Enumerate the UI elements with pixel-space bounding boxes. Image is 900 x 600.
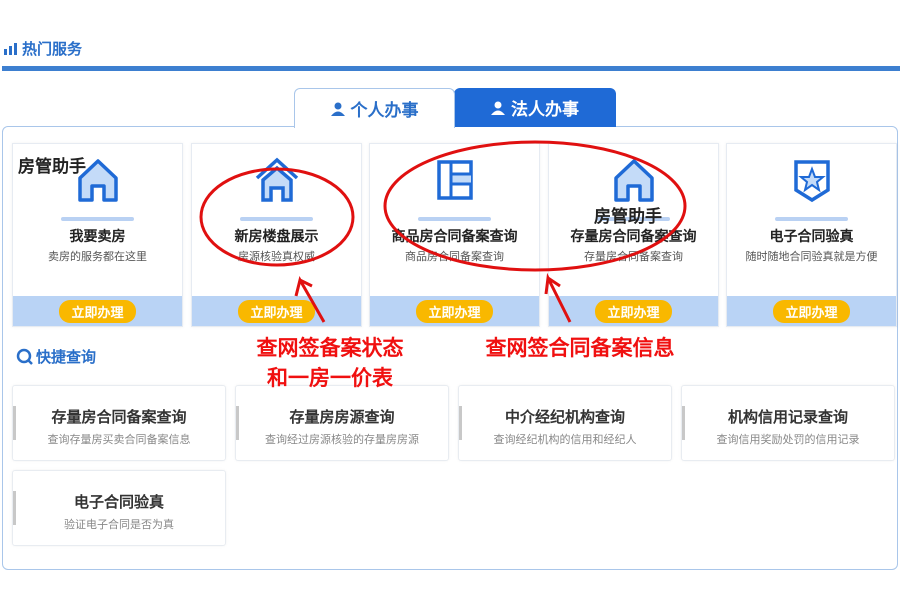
house-icon [77, 159, 118, 202]
card-title: 商品房合同备案查询 [391, 229, 518, 245]
card-underline [775, 217, 848, 221]
card-footer: 立即办理 [13, 296, 182, 326]
annotation-text: 查网签合同备案信息 [485, 336, 675, 360]
user-icon [330, 102, 345, 116]
quick-query-item[interactable]: 电子合同验真 验证电子合同是否为真 [12, 470, 226, 546]
item-subtitle: 查询信用奖励处罚的信用记录 [716, 433, 860, 446]
card-title: 电子合同验真 [769, 229, 854, 245]
card-underline [240, 217, 313, 221]
card-underline [597, 217, 670, 221]
card-footer: 立即办理 [192, 296, 361, 326]
house-icon [613, 159, 654, 202]
apply-now-button[interactable]: 立即办理 [595, 299, 672, 323]
watermark: 房管助手 [594, 207, 662, 227]
annotation-ellipse [383, 140, 687, 272]
item-title: 机构信用记录查询 [727, 408, 848, 426]
item-title: 中介经纪机构查询 [504, 408, 625, 426]
tab-personal[interactable]: 个人办事 [294, 88, 455, 128]
user-icon [491, 101, 505, 115]
tab-corporate[interactable]: 法人办事 [454, 88, 616, 127]
building-icon [436, 160, 473, 200]
house-roof-icon [255, 157, 298, 202]
card-subtitle: 房源核验真权威 [238, 250, 315, 263]
quick-query-item[interactable]: 中介经纪机构查询 查询经纪机构的信用和经纪人 [458, 385, 672, 461]
apply-now-button[interactable]: 立即办理 [59, 299, 136, 323]
apply-now-button[interactable]: 立即办理 [773, 299, 850, 323]
item-accent [13, 406, 16, 440]
item-accent [13, 491, 16, 525]
annotation-arrow [294, 276, 326, 323]
card-footer: 立即办理 [727, 296, 896, 326]
card-footer: 立即办理 [370, 296, 539, 326]
card-subtitle: 卖房的服务都在这里 [48, 250, 147, 263]
annotation-ellipse [199, 167, 355, 267]
item-accent [459, 406, 462, 440]
item-subtitle: 查询存量房买卖合同备案信息 [47, 433, 191, 446]
item-subtitle: 查询经纪机构的信用和经纪人 [493, 433, 637, 446]
quick-query-item[interactable]: 存量房合同备案查询 查询存量房买卖合同备案信息 [12, 385, 226, 461]
item-subtitle: 验证电子合同是否为真 [64, 518, 174, 531]
card-footer: 立即办理 [549, 296, 718, 326]
quick-query-item[interactable]: 存量房房源查询 查询经过房源核验的存量房房源 [235, 385, 449, 461]
item-subtitle: 查询经过房源核验的存量房房源 [265, 433, 419, 446]
section-divider [2, 66, 900, 71]
item-title: 存量房合同备案查询 [51, 408, 187, 426]
quick-query-title: 快捷查询 [16, 346, 96, 367]
card-underline [418, 217, 491, 221]
shield-star-icon [793, 160, 830, 203]
apply-now-button[interactable]: 立即办理 [238, 299, 315, 323]
item-accent [236, 406, 239, 440]
watermark: 房管助手 [18, 157, 86, 177]
service-card[interactable]: 电子合同验真 随时随地合同验真就是方便 立即办理 [726, 143, 897, 327]
item-title: 电子合同验真 [73, 493, 164, 511]
card-title: 存量房合同备案查询 [570, 229, 697, 245]
service-card[interactable]: 新房楼盘展示 房源核验真权威 立即办理 [191, 143, 362, 327]
service-card[interactable]: 商品房合同备案查询 商品房合同备案查询 立即办理 [369, 143, 540, 327]
card-title: 我要卖房 [69, 229, 126, 245]
quick-query-item[interactable]: 机构信用记录查询 查询信用奖励处罚的信用记录 [681, 385, 895, 461]
card-underline [61, 217, 134, 221]
item-title: 存量房房源查询 [289, 408, 395, 426]
search-icon [16, 348, 33, 365]
card-subtitle: 商品房合同备案查询 [405, 250, 504, 263]
apply-now-button[interactable]: 立即办理 [416, 299, 493, 323]
service-card[interactable]: 存量房合同备案查询 存量房合同备案查询 立即办理 [548, 143, 719, 327]
annotation-text: 查网签备案状态和一房一价表 [256, 336, 404, 390]
item-accent [682, 406, 685, 440]
section-title: 热门服务 [4, 38, 82, 59]
card-title: 新房楼盘展示 [234, 229, 319, 245]
annotation-arrow [544, 272, 572, 323]
card-subtitle: 随时随地合同验真就是方便 [745, 250, 878, 263]
bar-chart-icon [4, 42, 17, 55]
card-subtitle: 存量房合同备案查询 [584, 250, 683, 263]
service-card[interactable]: 我要卖房 卖房的服务都在这里 立即办理 [12, 143, 183, 327]
